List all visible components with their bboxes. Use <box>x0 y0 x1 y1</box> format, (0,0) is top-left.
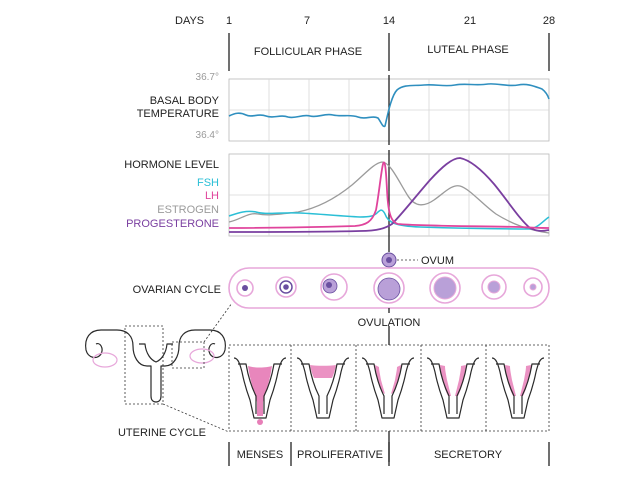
follicle-stage-4 <box>373 272 405 304</box>
day-tick-7: 7 <box>304 15 310 27</box>
uterus-ovulation <box>361 357 415 419</box>
day-tick-21: 21 <box>464 15 476 27</box>
ovary-zoom-box <box>171 341 205 369</box>
secretory-label: SECRETORY <box>434 449 503 461</box>
corpus-albicans <box>523 277 543 297</box>
lh-curve <box>228 161 550 229</box>
endometrium-lining <box>440 365 466 396</box>
lh-legend-label: LH <box>205 190 219 202</box>
ovulation-label: OVULATION <box>358 317 421 329</box>
bbt-label-line1: BASAL BODY <box>150 95 220 107</box>
endometrium-lining <box>310 365 336 378</box>
bbt-label-line2: TEMPERATURE <box>137 108 219 120</box>
menses-label: MENSES <box>237 449 283 461</box>
endometrium-lining <box>375 365 401 394</box>
uterus-menses <box>233 357 287 425</box>
bbt-low-label: 36.4° <box>196 130 219 141</box>
progesterone-legend-label: PROGESTERONE <box>126 218 219 230</box>
ovarian-cycle-label: OVARIAN CYCLE <box>133 284 221 296</box>
uterus-outline <box>491 357 545 419</box>
follicular-phase-label: FOLLICULAR PHASE <box>254 46 362 58</box>
bbt-curve <box>228 83 550 128</box>
corpus-luteum-1 <box>429 272 461 304</box>
ovary-zoom-line <box>203 302 233 343</box>
fsh-curve <box>228 209 550 230</box>
follicle-stage-2 <box>275 276 297 298</box>
progesterone-curve <box>228 157 550 233</box>
uterus-outline <box>296 357 350 419</box>
corpus-luteum-2 <box>481 274 507 300</box>
uterus-secretory-early <box>426 357 480 419</box>
estrogen-legend-label: ESTROGEN <box>157 204 219 216</box>
bbt-high-label: 36.7° <box>196 72 219 83</box>
endometrium-lining <box>248 366 272 416</box>
follicle-row <box>236 272 543 304</box>
follicle-stage-1 <box>236 279 254 297</box>
uterus-outline <box>361 357 415 419</box>
ovum-label: OVUM <box>421 255 454 267</box>
reproductive-organs-overview <box>85 302 233 433</box>
estrogen-curve <box>228 161 550 234</box>
uterus-secretory-late <box>491 357 545 419</box>
days-label: DAYS <box>175 15 204 27</box>
day-tick-28: 28 <box>543 15 555 27</box>
uterus-outline <box>233 357 287 419</box>
endometrium-lining <box>505 365 531 396</box>
follicle-stage-3 <box>320 273 348 301</box>
proliferative-label: PROLIFERATIVE <box>297 449 383 461</box>
hormone-panel <box>228 150 550 240</box>
bbt-panel <box>228 75 550 145</box>
uterine-cycle-label: UTERINE CYCLE <box>118 427 206 439</box>
day-tick-14: 14 <box>383 15 395 27</box>
uterus-proliferative <box>296 357 350 419</box>
uterus-outline <box>426 357 480 419</box>
fsh-legend-label: FSH <box>197 177 219 189</box>
uterus-zoom-box <box>124 325 164 405</box>
day-tick-1: 1 <box>226 15 232 27</box>
menstrual-flow-drop <box>257 419 263 425</box>
luteal-phase-label: LUTEAL PHASE <box>427 44 509 56</box>
uterine-panels <box>228 326 550 462</box>
hormone-title: HORMONE LEVEL <box>124 159 219 171</box>
